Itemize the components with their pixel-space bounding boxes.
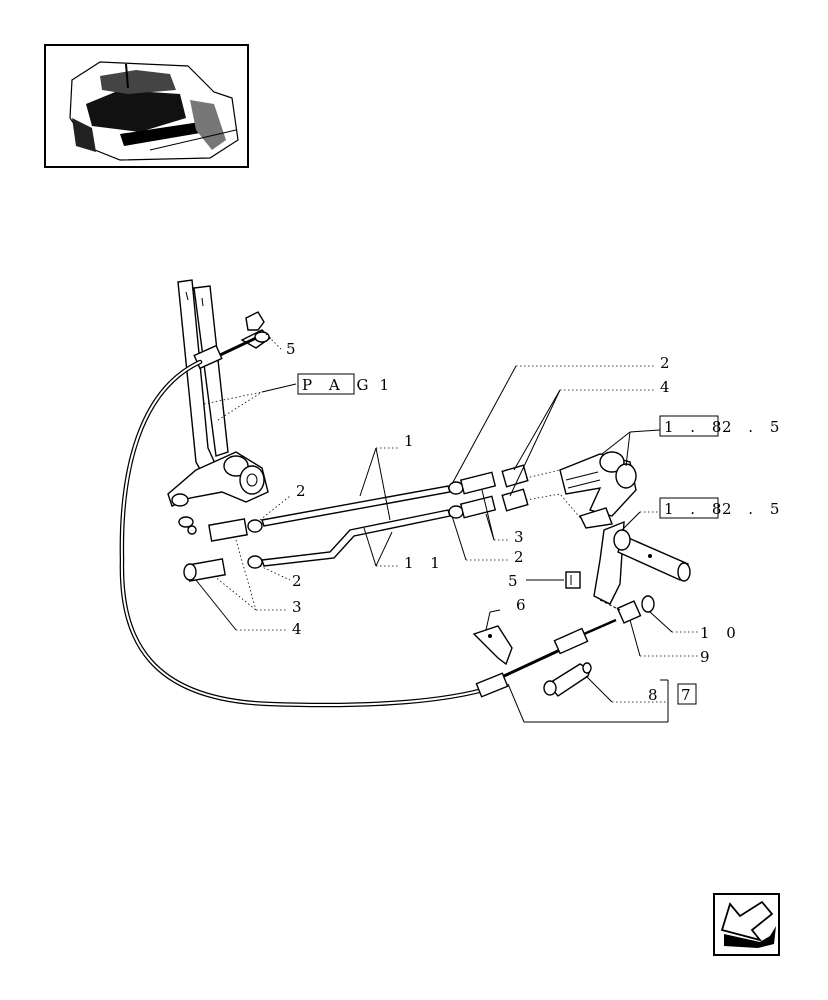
label-2-left-bottom: 2 <box>292 572 308 590</box>
ref-box-pag <box>297 373 355 395</box>
label-pag-tail: . 1 <box>358 376 395 394</box>
right-shaft-bracket <box>593 520 691 605</box>
label-18-upper-tail: 2 . 5 <box>722 418 785 436</box>
ref-box-7 <box>677 683 697 705</box>
small-parts <box>472 571 655 697</box>
lower-rod <box>183 495 497 582</box>
lever-bracket <box>167 279 269 535</box>
label-5-right: 5 <box>508 572 524 590</box>
right-clevises <box>501 464 583 521</box>
label-pag[interactable]: P A G <box>302 376 374 394</box>
label-11: 1 1 <box>404 554 446 572</box>
label-18-lower[interactable]: 1 . 8 <box>664 500 727 518</box>
tractor-cab-thumbnail[interactable] <box>44 44 249 168</box>
label-6: 6 <box>516 596 532 614</box>
label-2-left-top: 2 <box>296 482 312 500</box>
control-cable <box>119 359 617 708</box>
label-4-top: 4 <box>660 378 676 396</box>
label-18-upper[interactable]: 1 . 8 <box>664 418 727 436</box>
leader-lines <box>195 333 700 723</box>
ref-box-18-upper <box>659 415 719 437</box>
label-8: 8 <box>648 686 664 704</box>
back-arrow-icon[interactable] <box>713 893 780 956</box>
right-upper-bracket <box>559 451 637 529</box>
upper-rod <box>208 471 497 542</box>
label-3-mid: 3 <box>514 528 530 546</box>
label-2-top: 2 <box>660 354 676 372</box>
label-9: 9 <box>700 648 716 666</box>
label-2-mid: 2 <box>514 548 530 566</box>
label-10: 1 0 <box>700 624 742 642</box>
label-18-lower-tail: 2 . 5 <box>722 500 785 518</box>
label-5-top: 5 <box>286 340 302 358</box>
label-1: 1 <box>404 432 420 450</box>
ref-box-18-lower <box>659 497 719 519</box>
label-7[interactable]: 7 <box>681 686 697 704</box>
callout-labels: 5 P A G . 1 1 1 1 2 2 3 4 2 4 3 2 1 . 8 … <box>286 340 785 705</box>
label-3-left: 3 <box>292 598 308 616</box>
label-4-left: 4 <box>292 620 308 638</box>
